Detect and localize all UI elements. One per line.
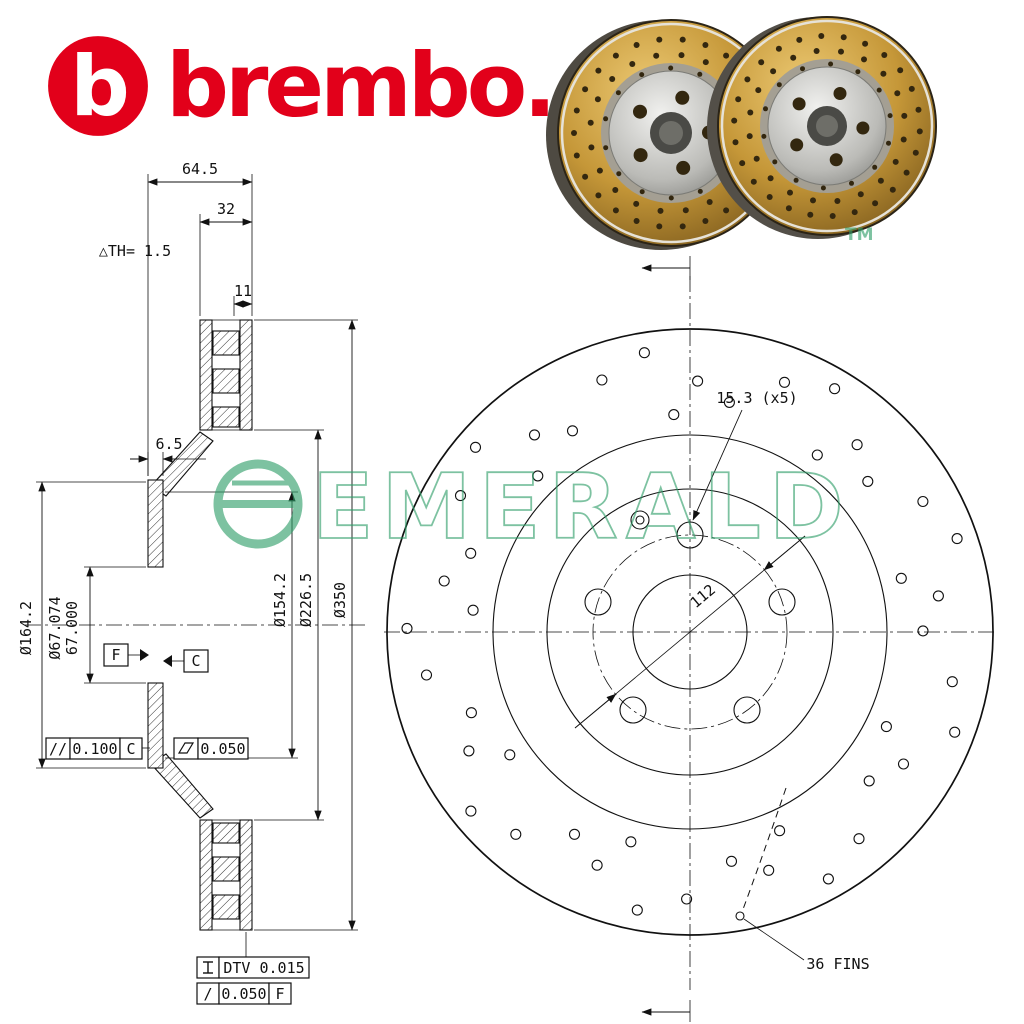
- dim-overall-width-label: 64.5: [182, 160, 218, 178]
- fcf-dtv: DTV 0.015: [196, 932, 310, 979]
- runout-symbol: /: [203, 985, 212, 1003]
- dim-bolt-holes-label: 15.3 (x5): [716, 389, 797, 407]
- dim-outer-dia: Ø350: [254, 319, 358, 931]
- dim-outer-dia-label: Ø350: [331, 582, 349, 618]
- front-view: 15.3 (x5) 112 36 FINS: [384, 256, 996, 1022]
- datum-c-label: C: [191, 652, 200, 670]
- dim-plate-thickness: 6.5: [130, 435, 206, 476]
- drilled-holes-photo-right: [731, 33, 923, 219]
- fcf-runout: / 0.050 F: [196, 982, 292, 1005]
- datum-c-triangle: [163, 655, 172, 667]
- dim-bolt-holes: 15.3 (x5): [692, 389, 798, 521]
- drilled-holes-pattern: [401, 347, 963, 916]
- parallelism-symbol: //: [49, 740, 67, 758]
- dim-friction-inner-dia: Ø226.5: [254, 429, 324, 821]
- flatness-value: 0.050: [200, 740, 245, 758]
- datum-f: F: [103, 643, 149, 667]
- locating-pin-hole: [630, 510, 650, 530]
- fcf-flatness: 0.050: [173, 737, 249, 760]
- dim-hat-flange-dia: Ø164.2: [17, 481, 146, 769]
- runout-datum: F: [275, 985, 284, 1003]
- flatness-icon: [177, 742, 195, 754]
- fins-label: 36 FINS: [806, 955, 869, 973]
- section-view: 64.5 32 △TH= 1.5 11: [17, 160, 368, 1005]
- dtv-value: DTV 0.015: [223, 959, 304, 977]
- view-arrow-bottom: [641, 1000, 691, 1022]
- dim-wear-limit-label: △TH= 1.5: [99, 242, 171, 260]
- watermark-emblem-icon: [213, 459, 303, 549]
- datum-f-triangle: [140, 649, 149, 661]
- runout-value: 0.050: [221, 985, 266, 1003]
- product-photo: [546, 16, 937, 250]
- dim-hat-offset-label: 11: [234, 282, 252, 300]
- dim-inner-dia-label: Ø154.2: [271, 573, 289, 627]
- datum-c: C: [163, 649, 209, 673]
- brand-header: b brembo.: [46, 34, 557, 138]
- dim-hat-flange-dia-label: Ø164.2: [17, 601, 35, 655]
- dim-overall-width: 64.5: [147, 160, 253, 476]
- dim-bore-min-label: 67.000: [63, 601, 81, 655]
- brake-disc-photo-right: [707, 16, 937, 239]
- dim-bore: Ø67.074 67.000: [46, 566, 146, 684]
- parallelism-value: 0.100: [72, 740, 117, 758]
- logo-disc: [48, 36, 148, 136]
- dim-friction-inner-dia-label: Ø226.5: [297, 573, 315, 627]
- brembo-logo-icon: b: [48, 36, 148, 136]
- dim-disc-thickness: 32: [199, 200, 253, 316]
- datum-f-label: F: [111, 646, 120, 664]
- dim-hat-offset: 11: [233, 282, 253, 316]
- fins-callout: 36 FINS: [735, 787, 870, 973]
- dtv-symbol-icon: [203, 961, 213, 974]
- parallelism-datum: C: [126, 740, 135, 758]
- view-arrow-top: [641, 256, 691, 280]
- dim-bolt-circle-label: 112: [687, 581, 719, 612]
- watermark-text: EMERALD: [312, 455, 852, 560]
- brand-wordmark: brembo.: [166, 34, 557, 137]
- section-material: [147, 319, 253, 931]
- watermark-tm: TM: [845, 225, 874, 245]
- fcf-parallelism: // 0.100 C: [45, 737, 150, 760]
- dim-wear-limit: △TH= 1.5: [99, 242, 171, 260]
- watermark: EMERALD TM: [213, 225, 874, 561]
- logo-letter: b: [70, 38, 130, 135]
- dim-bore-max-label: Ø67.074: [46, 596, 64, 659]
- dim-plate-thickness-label: 6.5: [155, 435, 182, 453]
- dim-disc-thickness-label: 32: [217, 200, 235, 218]
